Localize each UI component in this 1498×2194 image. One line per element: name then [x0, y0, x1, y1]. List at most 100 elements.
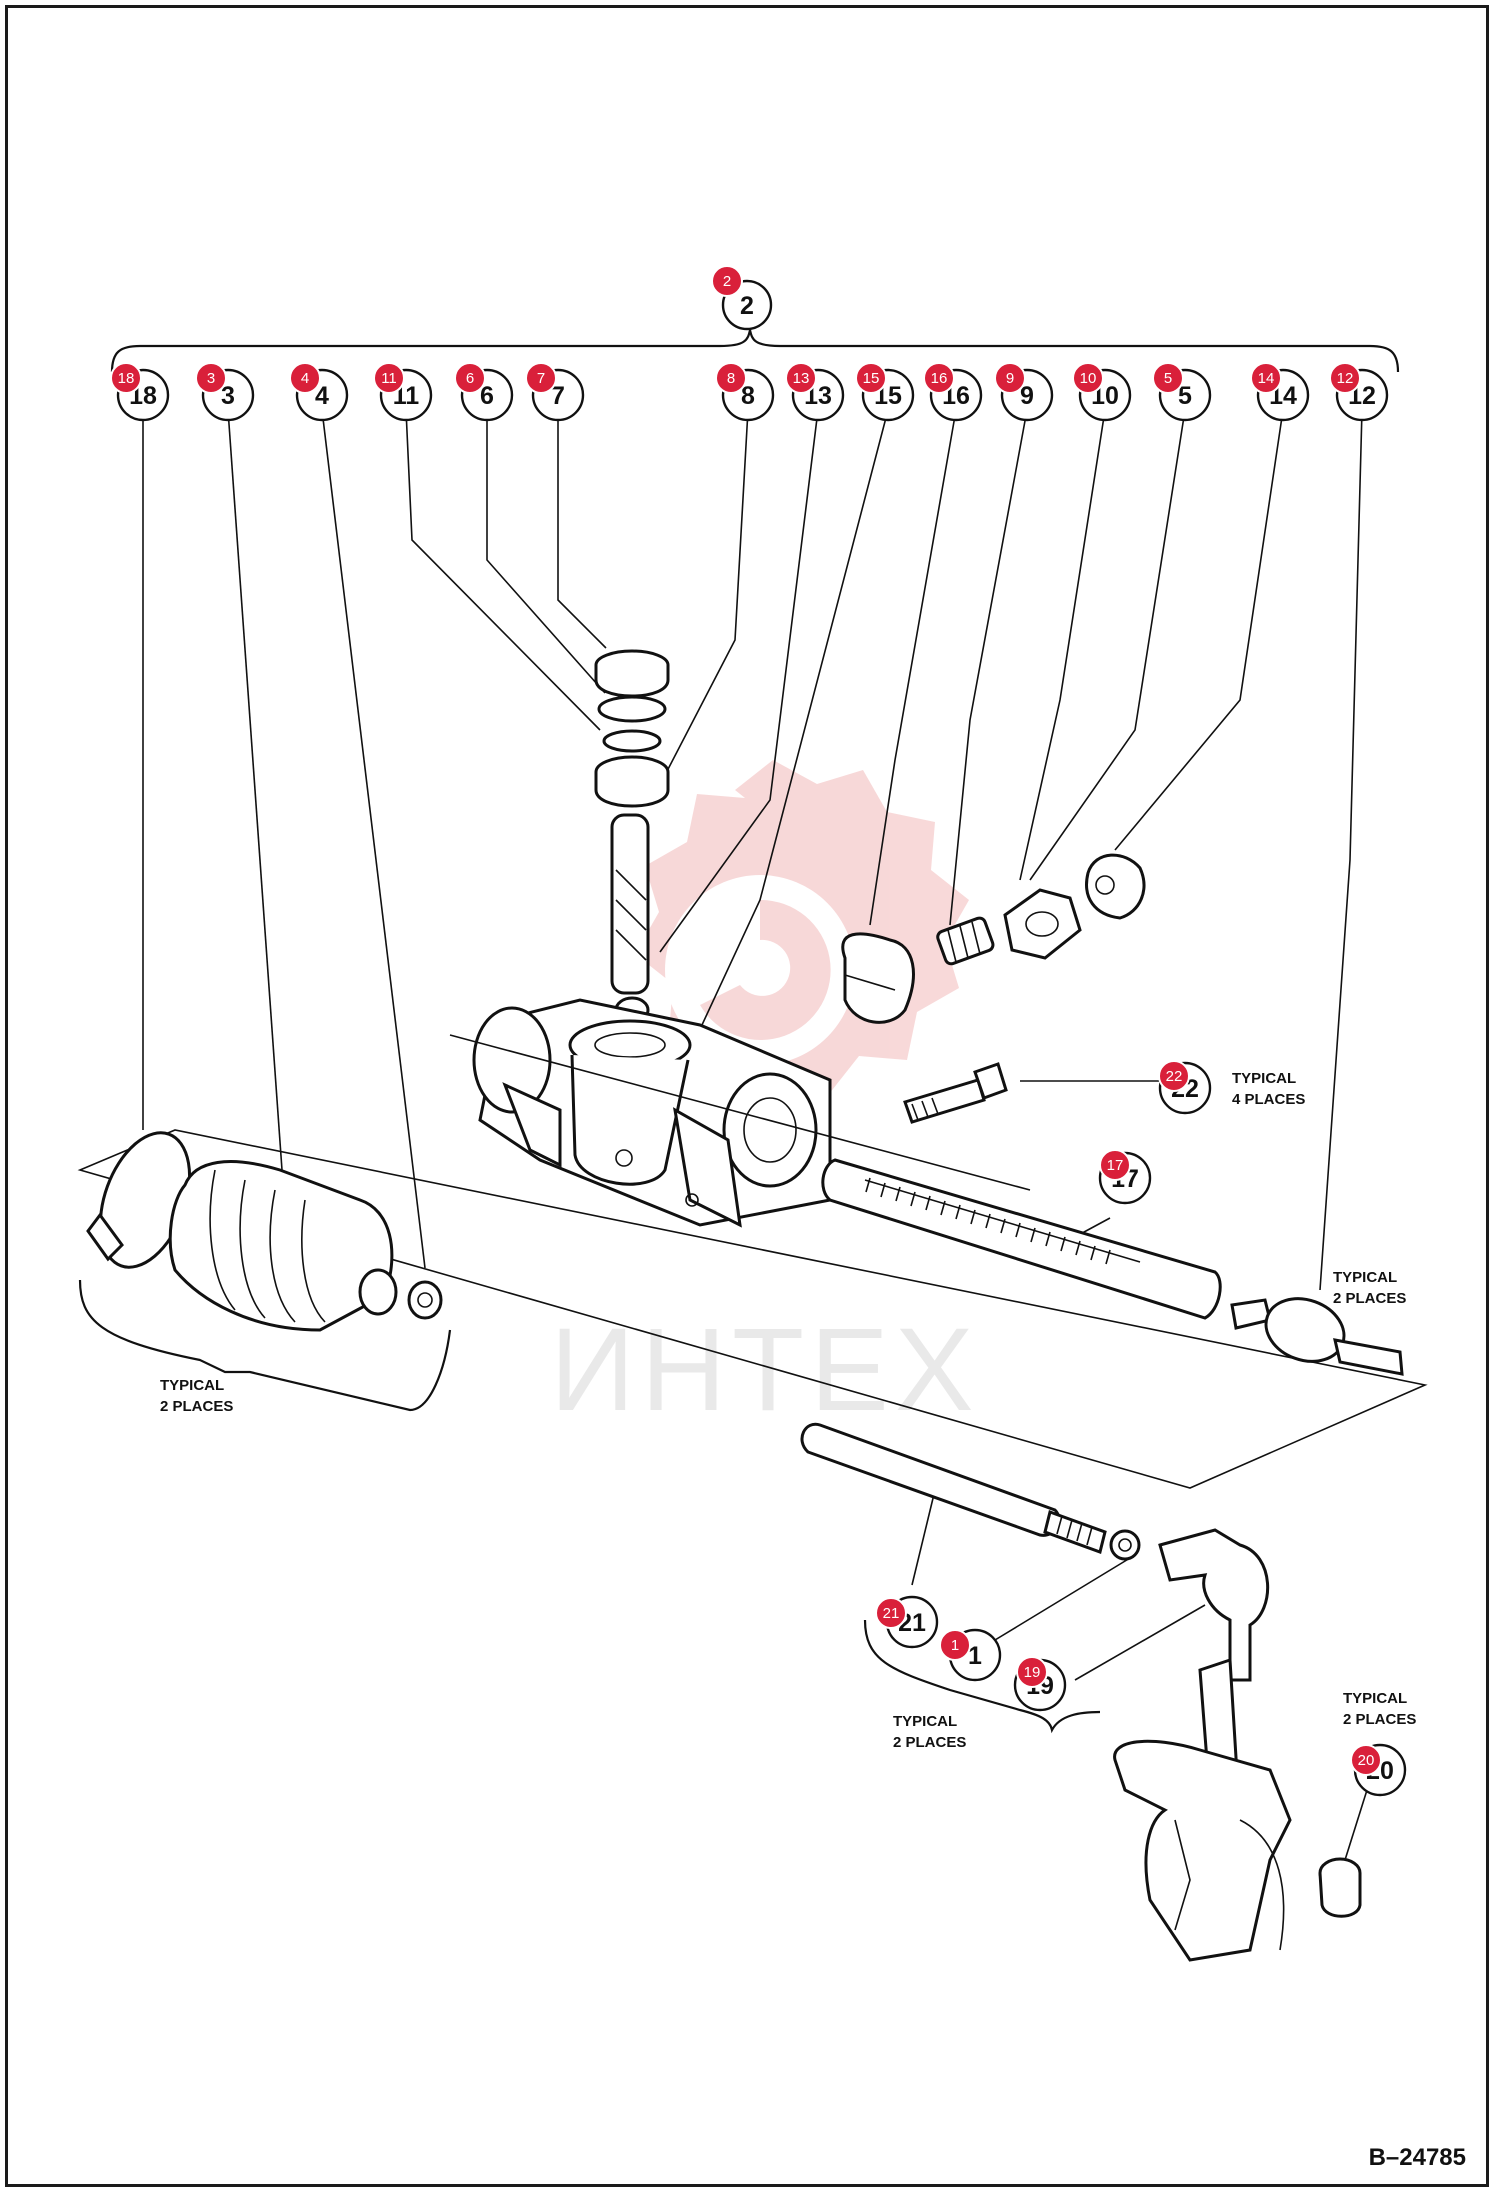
marker-number: 18 — [118, 370, 135, 387]
svg-text:2 PLACES: 2 PLACES — [1343, 1711, 1416, 1728]
callout-4: 44 — [289, 362, 349, 422]
callout-3: 33 — [195, 362, 255, 422]
callout-number: 3 — [221, 382, 235, 410]
inner-tie-rod — [1230, 1297, 1404, 1376]
marker-badge[interactable] — [454, 362, 486, 394]
marker-badge[interactable] — [711, 265, 743, 297]
svg-text:2 PLACES: 2 PLACES — [1333, 1290, 1406, 1307]
spindle-knuckle — [1113, 1657, 1362, 1962]
marker-number: 2 — [723, 273, 731, 290]
marker-number: 1 — [951, 1637, 959, 1654]
callout-6: 66 — [454, 362, 514, 422]
marker-badge[interactable] — [1152, 362, 1184, 394]
marker-badge[interactable] — [994, 362, 1026, 394]
svg-text:2 PLACES: 2 PLACES — [160, 1398, 233, 1415]
callout-number: 2 — [740, 292, 754, 320]
marker-number: 3 — [207, 370, 215, 387]
yoke-parts — [841, 853, 1146, 1024]
marker-number: 9 — [1006, 370, 1014, 387]
marker-number: 17 — [1107, 1157, 1124, 1174]
callout-number: 8 — [741, 382, 755, 410]
marker-number: 6 — [466, 370, 474, 387]
marker-badge[interactable] — [1072, 362, 1104, 394]
note-typical-2-tie-rod-end: TYPICAL 2 PLACES — [1333, 1269, 1406, 1307]
callout-8: 88 — [715, 362, 775, 422]
callout-number: 4 — [315, 382, 329, 410]
drawing-frame — [5, 5, 1489, 2187]
marker-badge[interactable] — [875, 1597, 907, 1629]
callout-number: 1 — [968, 1642, 982, 1670]
rack-housing — [449, 998, 1031, 1228]
callout-9: 99 — [994, 362, 1054, 422]
svg-text:4 PLACES: 4 PLACES — [1232, 1091, 1305, 1108]
tie-rod-bracket — [863, 1619, 1101, 1734]
svg-text:TYPICAL: TYPICAL — [1232, 1070, 1296, 1087]
boot-bracket — [78, 1279, 452, 1412]
leader-lines — [142, 409, 1368, 1861]
marker-badge[interactable] — [110, 362, 142, 394]
callout-2: 22 — [711, 265, 773, 331]
marker-number: 8 — [727, 370, 735, 387]
marker-number: 11 — [381, 370, 397, 387]
marker-badge[interactable] — [715, 362, 747, 394]
note-typical-4: TYPICAL 4 PLACES — [1232, 1070, 1305, 1108]
marker-badge[interactable] — [195, 362, 227, 394]
tie-rod-assembly — [800, 1422, 1270, 1682]
marker-number: 10 — [1080, 370, 1097, 387]
svg-text:TYPICAL: TYPICAL — [160, 1377, 224, 1394]
callout-number: 7 — [551, 382, 565, 410]
callout-1: 11 — [939, 1628, 1002, 1682]
callout-number: 9 — [1020, 382, 1034, 410]
marker-badge[interactable] — [939, 1629, 971, 1661]
marker-badge[interactable] — [785, 362, 817, 394]
marker-badge[interactable] — [289, 362, 321, 394]
marker-number: 14 — [1258, 370, 1275, 387]
figure-id: B–24785 — [1368, 2144, 1466, 2171]
callout-number: 6 — [480, 382, 494, 410]
marker-number: 19 — [1024, 1664, 1041, 1681]
svg-text:TYPICAL: TYPICAL — [893, 1713, 957, 1730]
marker-badge[interactable] — [373, 362, 405, 394]
svg-text:TYPICAL: TYPICAL — [1333, 1269, 1397, 1286]
marker-badge[interactable] — [1016, 1656, 1048, 1688]
marker-badge[interactable] — [1250, 362, 1282, 394]
marker-badge[interactable] — [1350, 1744, 1382, 1776]
marker-number: 15 — [863, 370, 880, 387]
marker-badge[interactable] — [1158, 1060, 1190, 1092]
marker-number: 5 — [1164, 370, 1172, 387]
rack-bar — [821, 1158, 1222, 1320]
marker-badge[interactable] — [1099, 1149, 1131, 1181]
note-typical-2-boot: TYPICAL 2 PLACES — [160, 1377, 233, 1415]
marker-number: 4 — [301, 370, 309, 387]
marker-badge[interactable] — [855, 362, 887, 394]
marker-badge[interactable] — [923, 362, 955, 394]
marker-badge[interactable] — [1329, 362, 1361, 394]
marker-number: 13 — [793, 370, 810, 387]
note-typical-2-tie-rod: TYPICAL 2 PLACES — [893, 1713, 966, 1751]
callout-2: 22 — [711, 265, 773, 331]
svg-text:TYPICAL: TYPICAL — [1343, 1690, 1407, 1707]
marker-number: 12 — [1337, 370, 1354, 387]
marker-number: 7 — [537, 370, 545, 387]
marker-number: 22 — [1166, 1068, 1183, 1085]
callout-row: 1818334411116677881313151516169910105514… — [110, 362, 1389, 422]
marker-badge[interactable] — [525, 362, 557, 394]
bolt — [903, 1062, 1008, 1124]
note-typical-2-nut: TYPICAL 2 PLACES — [1343, 1690, 1416, 1728]
pinion-stack — [594, 649, 670, 1024]
callout-7: 77 — [525, 362, 585, 422]
callout-number: 5 — [1178, 382, 1192, 410]
